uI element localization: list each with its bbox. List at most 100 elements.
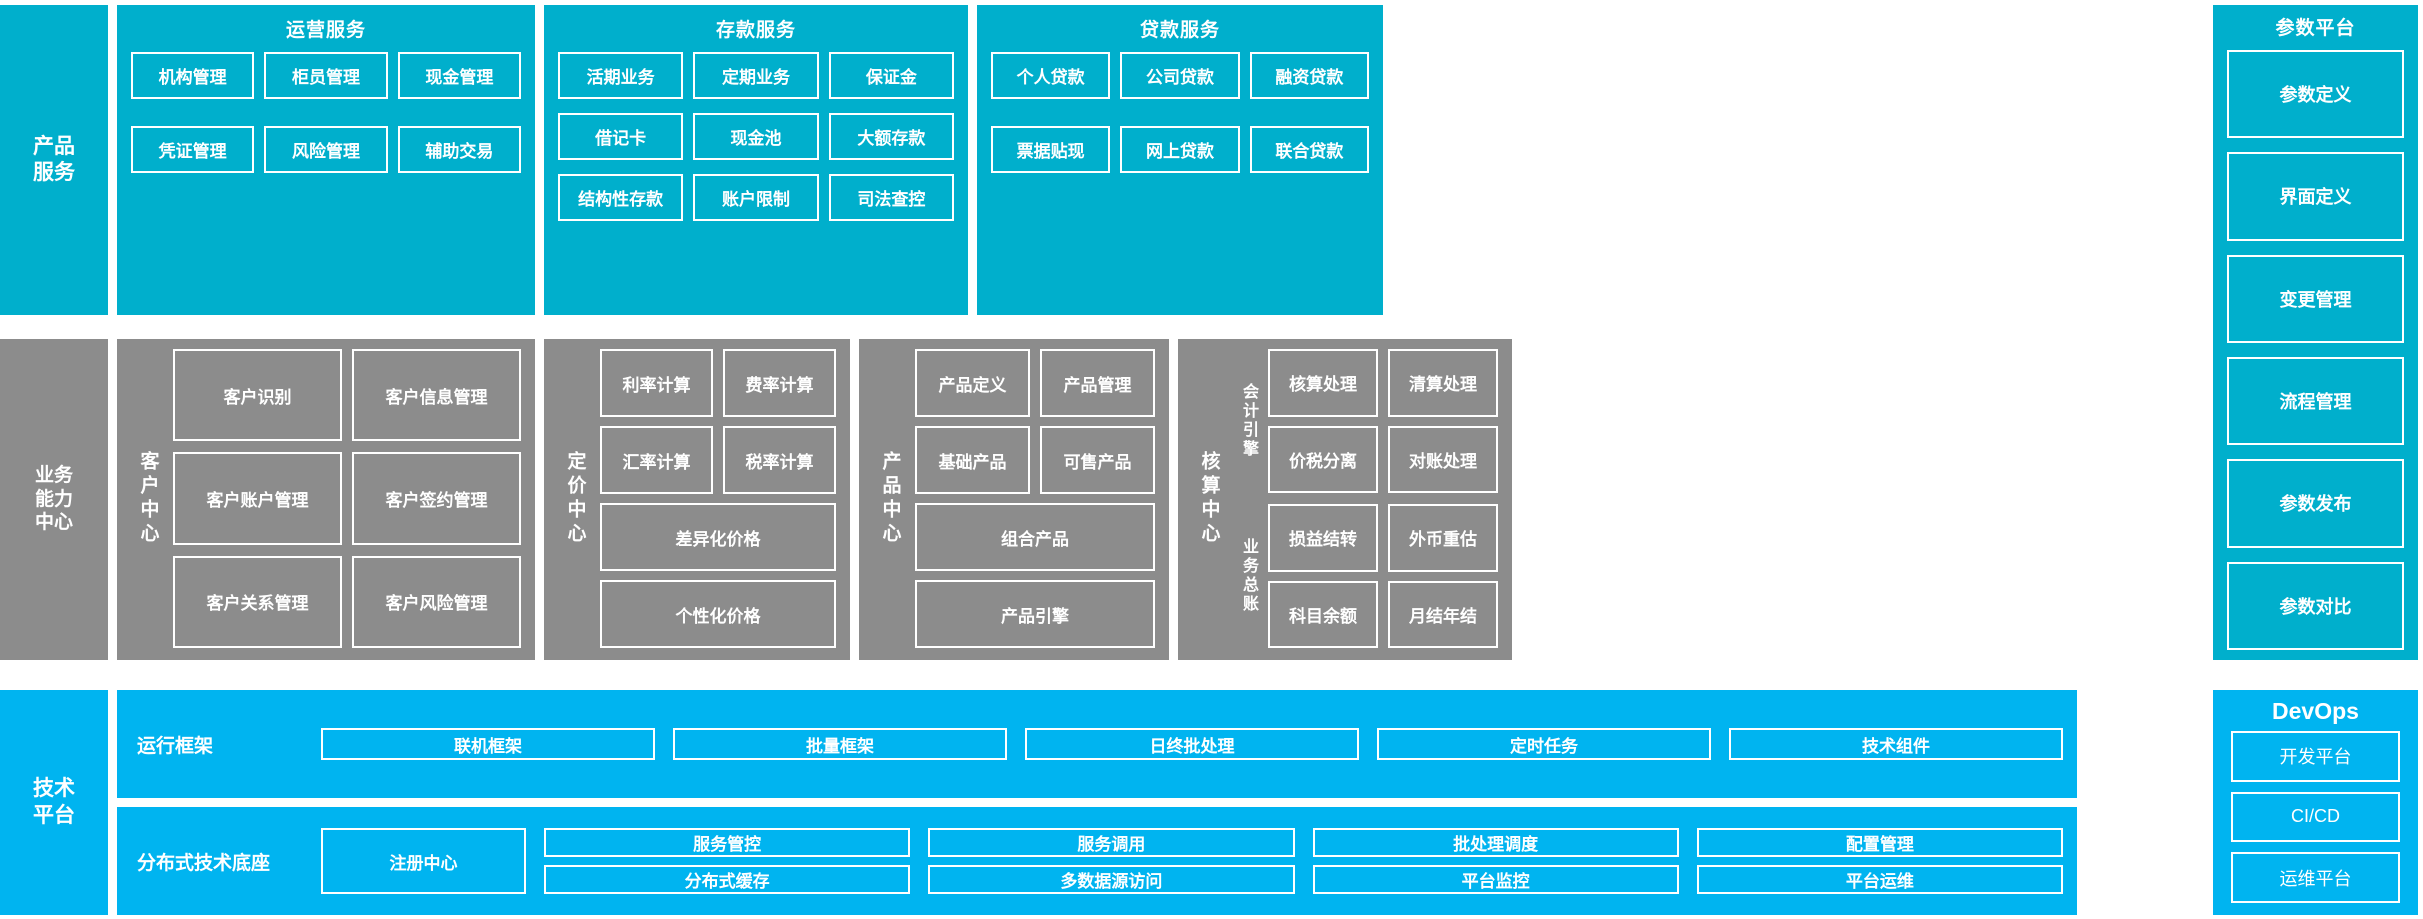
item-box[interactable]: 流程管理 bbox=[2227, 357, 2404, 446]
panel-items-devops: 开发平台 CI/CD 运维平台 bbox=[2231, 731, 2400, 903]
layer-product-services: 产品 服务 运营服务 机构管理 柜员管理 现金管理 凭证管理 风险管理 辅助交易… bbox=[0, 5, 1383, 315]
group-title-operation-services: 运营服务 bbox=[285, 20, 366, 41]
tech-row-items-distributed-foundation: 注册中心 服务管控 服务调用 批处理调度 配置管理 分布式缓存 多数据源访问 平… bbox=[321, 828, 2063, 894]
item-box[interactable]: 客户识别 bbox=[173, 349, 342, 442]
item-box[interactable]: CI/CD bbox=[2231, 791, 2400, 843]
layer-technology-platform: 技术 平台 运行框架 联机框架 批量框架 日终批处理 定时任务 技术组件 分布式… bbox=[0, 690, 2077, 915]
item-box[interactable]: 月结年结 bbox=[1388, 580, 1498, 648]
item-box[interactable]: 清算处理 bbox=[1388, 349, 1498, 417]
item-box-wide[interactable]: 个性化价格 bbox=[600, 580, 836, 648]
group-pricing-center: 定价中心 利率计算 费率计算 汇率计算 税率计算 差异化价格 个性化价格 bbox=[544, 339, 850, 660]
item-box[interactable]: 司法查控 bbox=[828, 174, 954, 221]
item-box[interactable]: 结构性存款 bbox=[558, 174, 684, 221]
item-box[interactable]: 联合贷款 bbox=[1249, 126, 1369, 173]
item-box[interactable]: 借记卡 bbox=[558, 113, 684, 160]
item-box[interactable]: 配置管理 bbox=[1696, 828, 2063, 857]
group-title-product-center: 产品中心 bbox=[879, 450, 901, 547]
item-box[interactable]: 外币重估 bbox=[1388, 504, 1498, 572]
item-box[interactable]: 融资贷款 bbox=[1249, 52, 1369, 99]
panel-title-devops: DevOps bbox=[2272, 698, 2359, 724]
item-box[interactable]: 定时任务 bbox=[1377, 728, 1711, 760]
group-items-deposit-services: 活期业务 定期业务 保证金 借记卡 现金池 大额存款 结构性存款 账户限制 司法… bbox=[558, 52, 954, 221]
group-product-center: 产品中心 产品定义 产品管理 基础产品 可售产品 组合产品 产品引擎 bbox=[859, 339, 1169, 660]
group-items-pricing-center: 利率计算 费率计算 汇率计算 税率计算 差异化价格 个性化价格 bbox=[600, 349, 836, 648]
item-box[interactable]: 联机框架 bbox=[321, 728, 655, 760]
item-box[interactable]: 服务管控 bbox=[544, 828, 911, 857]
tech-row-runtime-framework: 运行框架 联机框架 批量框架 日终批处理 定时任务 技术组件 bbox=[117, 690, 2077, 798]
item-box[interactable]: 平台运维 bbox=[1696, 865, 2063, 894]
item-box[interactable]: 账户限制 bbox=[693, 174, 819, 221]
group-customer-center: 客户中心 客户识别 客户信息管理 客户账户管理 客户签约管理 客户关系管理 客户… bbox=[117, 339, 535, 660]
item-box[interactable]: 参数定义 bbox=[2227, 50, 2404, 139]
registry-center-wrapper: 注册中心 bbox=[321, 828, 526, 894]
item-box[interactable]: 价税分离 bbox=[1268, 425, 1378, 493]
item-box[interactable]: 分布式缓存 bbox=[544, 865, 911, 894]
item-box-registry-center[interactable]: 注册中心 bbox=[321, 828, 526, 894]
item-box[interactable]: 对账处理 bbox=[1388, 425, 1498, 493]
item-box-wide[interactable]: 差异化价格 bbox=[600, 503, 836, 571]
item-box[interactable]: 客户信息管理 bbox=[352, 349, 521, 442]
item-box[interactable]: 现金管理 bbox=[397, 52, 521, 99]
item-box[interactable]: 辅助交易 bbox=[397, 126, 521, 173]
item-box[interactable]: 客户风险管理 bbox=[352, 555, 521, 648]
item-box[interactable]: 汇率计算 bbox=[600, 426, 713, 494]
item-box[interactable]: 技术组件 bbox=[1729, 728, 2063, 760]
item-box[interactable]: 变更管理 bbox=[2227, 254, 2404, 343]
item-box[interactable]: 活期业务 bbox=[558, 52, 684, 99]
item-box[interactable]: 定期业务 bbox=[693, 52, 819, 99]
item-box[interactable]: 可售产品 bbox=[1040, 426, 1155, 494]
capability-spine-line-3: 中心 bbox=[34, 512, 73, 534]
item-box[interactable]: 大额存款 bbox=[828, 113, 954, 160]
item-box[interactable]: 运维平台 bbox=[2231, 852, 2400, 903]
item-box[interactable]: 开发平台 bbox=[2231, 731, 2400, 782]
item-box[interactable]: 客户账户管理 bbox=[173, 452, 342, 545]
group-title-pricing-center: 定价中心 bbox=[564, 450, 586, 547]
item-box[interactable]: 批量框架 bbox=[673, 728, 1007, 760]
item-box[interactable]: 保证金 bbox=[828, 52, 954, 99]
item-box[interactable]: 风险管理 bbox=[264, 126, 388, 173]
item-box[interactable]: 客户关系管理 bbox=[173, 555, 342, 648]
item-box[interactable]: 批处理调度 bbox=[1312, 828, 1679, 857]
item-box[interactable]: 平台监控 bbox=[1312, 865, 1679, 894]
layer-business-capability: 业务 能力 中心 客户中心 客户识别 客户信息管理 客户账户管理 客户签约管理 … bbox=[0, 339, 1512, 660]
item-box[interactable]: 参数对比 bbox=[2227, 561, 2404, 650]
item-box-wide[interactable]: 产品引擎 bbox=[915, 580, 1155, 648]
item-box[interactable]: 个人贷款 bbox=[991, 52, 1111, 99]
item-box[interactable]: 科目余额 bbox=[1268, 580, 1378, 648]
item-box[interactable]: 凭证管理 bbox=[131, 126, 255, 173]
item-box[interactable]: 多数据源访问 bbox=[928, 865, 1295, 894]
group-deposit-services: 存款服务 活期业务 定期业务 保证金 借记卡 现金池 大额存款 结构性存款 账户… bbox=[544, 5, 968, 315]
item-box[interactable]: 柜员管理 bbox=[264, 52, 388, 99]
group-body-accounting-center: 核算中心 会计引擎 核算处理 清算处理 价税分离 对账处理 业务总账 bbox=[1192, 349, 1498, 648]
item-box[interactable]: 费率计算 bbox=[723, 349, 836, 417]
item-box[interactable]: 损益结转 bbox=[1268, 504, 1378, 572]
subgroup-title-general-ledger: 业务总账 bbox=[1240, 538, 1257, 614]
item-box[interactable]: 客户签约管理 bbox=[352, 452, 521, 545]
item-box[interactable]: 核算处理 bbox=[1268, 349, 1378, 417]
item-box[interactable]: 税率计算 bbox=[723, 426, 836, 494]
item-box[interactable]: 参数发布 bbox=[2227, 459, 2404, 548]
group-accounting-center: 核算中心 会计引擎 核算处理 清算处理 价税分离 对账处理 业务总账 bbox=[1178, 339, 1512, 660]
group-body-product-center: 产品中心 产品定义 产品管理 基础产品 可售产品 组合产品 产品引擎 bbox=[873, 349, 1155, 648]
panel-devops: DevOps 开发平台 CI/CD 运维平台 bbox=[2213, 690, 2418, 915]
item-box-wide[interactable]: 组合产品 bbox=[915, 503, 1155, 571]
item-box[interactable]: 界面定义 bbox=[2227, 152, 2404, 241]
item-box[interactable]: 产品定义 bbox=[915, 349, 1030, 417]
technology-rows: 运行框架 联机框架 批量框架 日终批处理 定时任务 技术组件 分布式技术底座 注… bbox=[117, 690, 2077, 915]
distributed-foundation-item-grid: 服务管控 服务调用 批处理调度 配置管理 分布式缓存 多数据源访问 平台监控 平… bbox=[544, 828, 2063, 894]
layer-label-business-capability: 业务 能力 中心 bbox=[0, 339, 108, 660]
technology-spine-line-1: 技术 bbox=[33, 777, 75, 801]
item-box[interactable]: 公司贷款 bbox=[1120, 52, 1240, 99]
item-box[interactable]: 服务调用 bbox=[928, 828, 1295, 857]
group-title-deposit-services: 存款服务 bbox=[715, 20, 796, 41]
item-box[interactable]: 机构管理 bbox=[131, 52, 255, 99]
item-box[interactable]: 产品管理 bbox=[1040, 349, 1155, 417]
item-box[interactable]: 基础产品 bbox=[915, 426, 1030, 494]
item-box[interactable]: 网上贷款 bbox=[1120, 126, 1240, 173]
layer-label-product-services: 产品 服务 bbox=[0, 5, 108, 315]
tech-row-label-runtime-framework: 运行框架 bbox=[137, 735, 214, 757]
item-box[interactable]: 现金池 bbox=[693, 113, 819, 160]
item-box[interactable]: 利率计算 bbox=[600, 349, 713, 417]
item-box[interactable]: 日终批处理 bbox=[1025, 728, 1359, 760]
item-box[interactable]: 票据贴现 bbox=[991, 126, 1111, 173]
